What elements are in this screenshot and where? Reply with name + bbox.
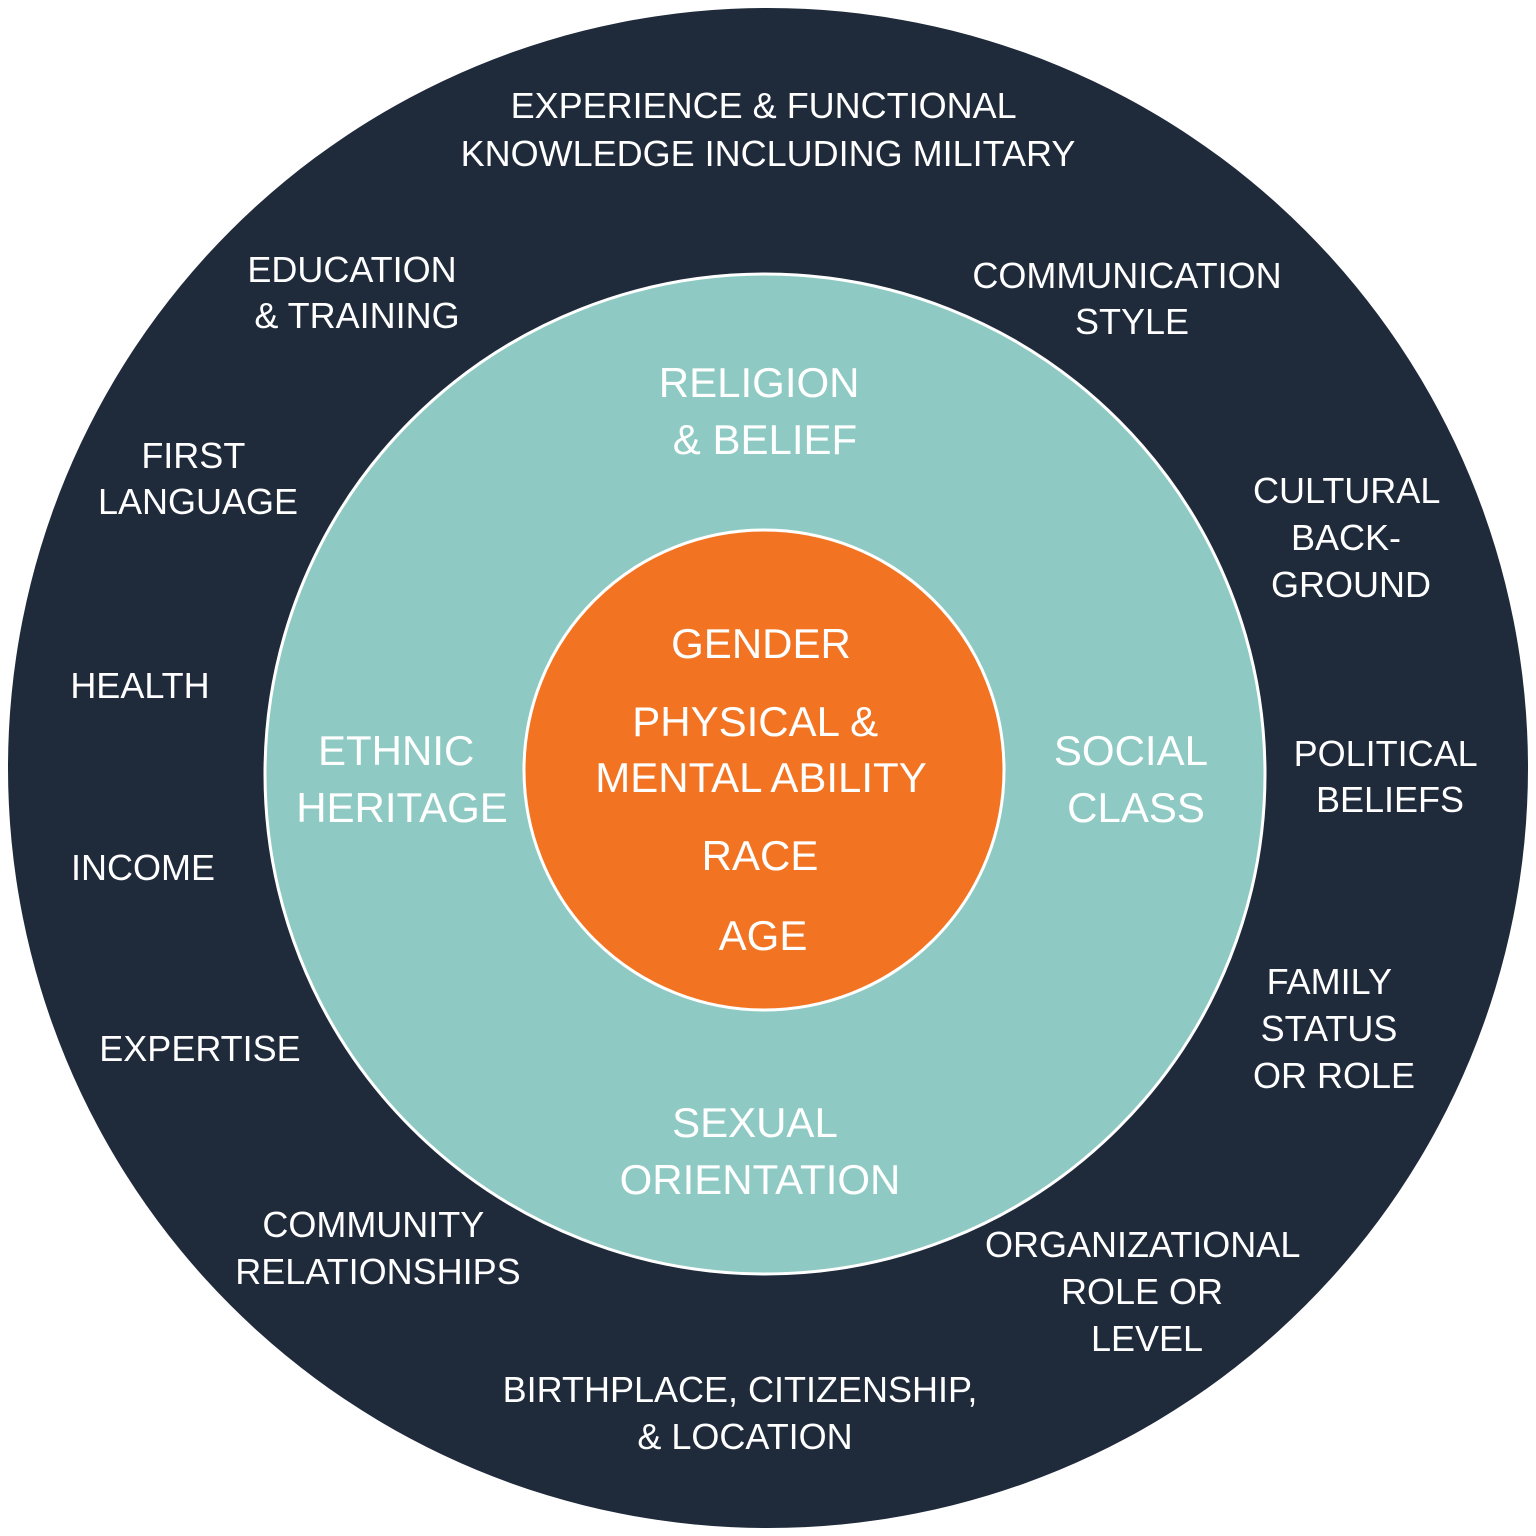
label-race: RACE xyxy=(702,832,819,879)
label-experience: EXPERIENCE & FUNCTIONAL KNOWLEDGE INCLUD… xyxy=(461,85,1076,174)
label-age: AGE xyxy=(719,912,808,959)
label-birthplace: BIRTHPLACE, CITIZENSHIP, & LOCATION xyxy=(503,1369,988,1457)
label-gender: GENDER xyxy=(671,620,851,667)
label-health: HEALTH xyxy=(70,665,209,706)
label-sexual-orientation: SEXUAL ORIENTATION xyxy=(620,1099,901,1203)
label-first-language: FIRST LANGUAGE xyxy=(98,435,298,522)
label-religion: RELIGION & BELIEF xyxy=(659,359,871,463)
label-cultural-background: CULTURAL BACK- GROUND xyxy=(1253,470,1449,605)
label-education: EDUCATION & TRAINING xyxy=(247,249,466,336)
label-family-status: FAMILY STATUS OR ROLE xyxy=(1253,961,1415,1096)
core-circle xyxy=(522,528,1006,1012)
label-ethnic-heritage: ETHNIC HERITAGE xyxy=(296,727,508,831)
label-expertise: EXPERTISE xyxy=(99,1028,300,1069)
label-organizational-role: ORGANIZATIONAL ROLE OR LEVEL xyxy=(985,1224,1309,1359)
label-community-relationships: COMMUNITY RELATIONSHIPS xyxy=(235,1204,520,1292)
label-social-class: SOCIAL CLASS xyxy=(1054,727,1218,831)
label-political-beliefs: POLITICAL BELIEFS xyxy=(1294,733,1487,820)
label-physical-mental-ability: PHYSICAL & MENTAL ABILITY xyxy=(595,698,926,801)
label-communication: COMMUNICATION STYLE xyxy=(972,255,1291,342)
label-income: INCOME xyxy=(71,847,215,888)
